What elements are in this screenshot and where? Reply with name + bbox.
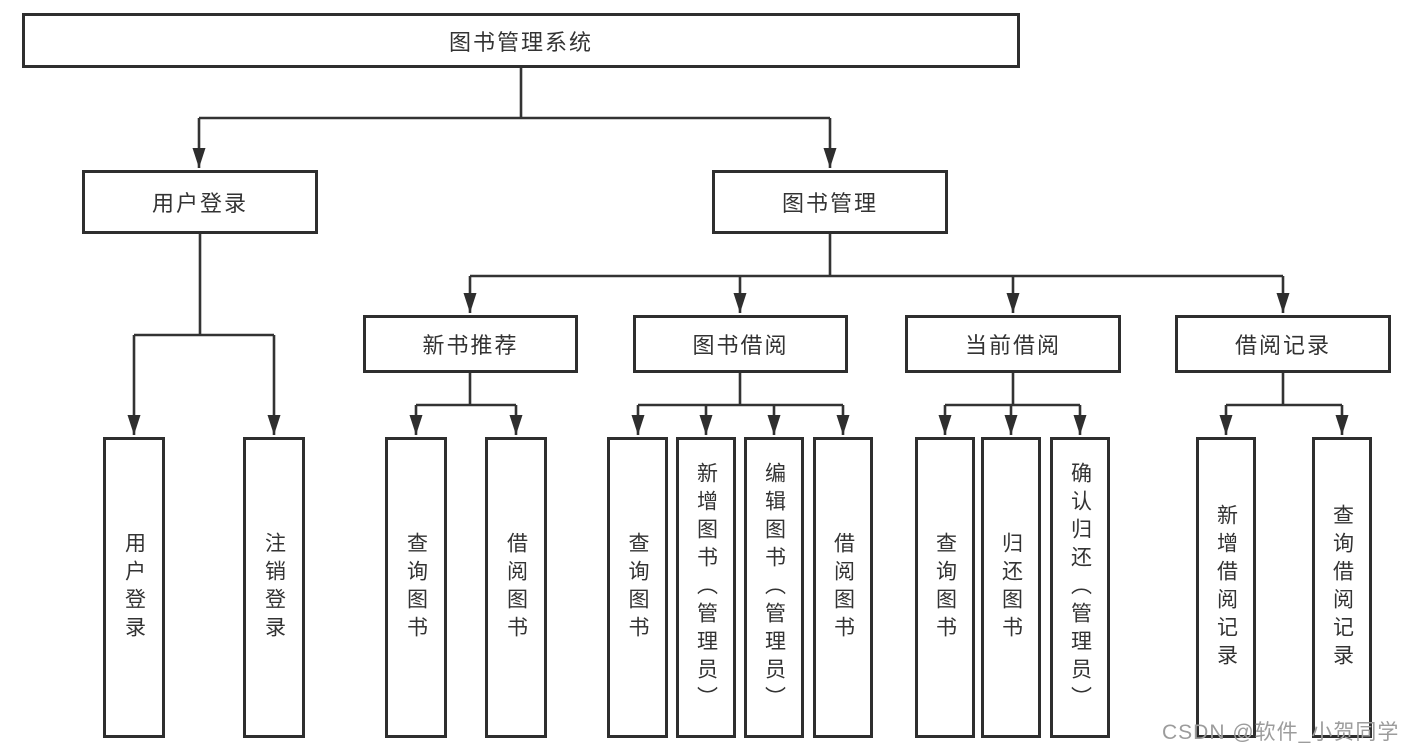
leaf-edit-books-admin-label: 编辑图书（管理员） <box>762 461 786 714</box>
leaf-query-borrow-record: 查询借阅记录 <box>1312 437 1372 738</box>
leaf-edit-books-admin: 编辑图书（管理员） <box>744 437 804 738</box>
leaf-query-borrow-record-label: 查询借阅记录 <box>1330 503 1354 672</box>
csdn-watermark: CSDN @软件_小贺同学 <box>1162 721 1400 744</box>
node-root-library-system: 图书管理系统 <box>22 13 1020 68</box>
node-book-borrow: 图书借阅 <box>633 315 848 373</box>
node-book-management-label: 图书管理 <box>781 191 878 216</box>
leaf-query-books-recommend: 查询图书 <box>385 437 447 738</box>
node-book-borrow-label: 图书借阅 <box>692 333 789 358</box>
leaf-borrow-books-recommend-label: 借阅图书 <box>504 531 528 644</box>
node-user-login-label: 用户登录 <box>151 191 248 216</box>
leaf-borrow-books-recommend: 借阅图书 <box>485 437 547 738</box>
node-user-login: 用户登录 <box>82 170 318 234</box>
leaf-return-books: 归还图书 <box>981 437 1041 738</box>
leaf-query-books-current-label: 查询图书 <box>933 531 957 644</box>
leaf-add-borrow-record-label: 新增借阅记录 <box>1214 503 1238 672</box>
leaf-query-books-recommend-label: 查询图书 <box>404 531 428 644</box>
leaf-logout-label: 注销登录 <box>262 531 286 644</box>
leaf-user-login: 用户登录 <box>103 437 165 738</box>
leaf-query-books-borrow: 查询图书 <box>607 437 668 738</box>
leaf-borrow-books-label: 借阅图书 <box>831 531 855 644</box>
leaf-confirm-return-admin-label: 确认归还（管理员） <box>1068 461 1092 714</box>
leaf-logout: 注销登录 <box>243 437 305 738</box>
node-root-label: 图书管理系统 <box>448 29 593 55</box>
leaf-return-books-label: 归还图书 <box>999 531 1023 644</box>
node-borrow-records: 借阅记录 <box>1175 315 1391 373</box>
leaf-borrow-books: 借阅图书 <box>813 437 873 738</box>
node-current-borrow: 当前借阅 <box>905 315 1121 373</box>
node-new-book-recommend-label: 新书推荐 <box>422 333 519 358</box>
node-new-book-recommend: 新书推荐 <box>363 315 578 373</box>
leaf-user-login-label: 用户登录 <box>122 531 146 644</box>
node-current-borrow-label: 当前借阅 <box>964 333 1061 358</box>
node-borrow-records-label: 借阅记录 <box>1234 333 1331 358</box>
leaf-add-books-admin: 新增图书（管理员） <box>676 437 736 738</box>
node-book-management: 图书管理 <box>712 170 948 234</box>
leaf-query-books-current: 查询图书 <box>915 437 975 738</box>
leaf-confirm-return-admin: 确认归还（管理员） <box>1050 437 1110 738</box>
leaf-add-borrow-record: 新增借阅记录 <box>1196 437 1256 738</box>
leaf-query-books-borrow-label: 查询图书 <box>626 531 649 644</box>
leaf-add-books-admin-label: 新增图书（管理员） <box>694 461 718 714</box>
